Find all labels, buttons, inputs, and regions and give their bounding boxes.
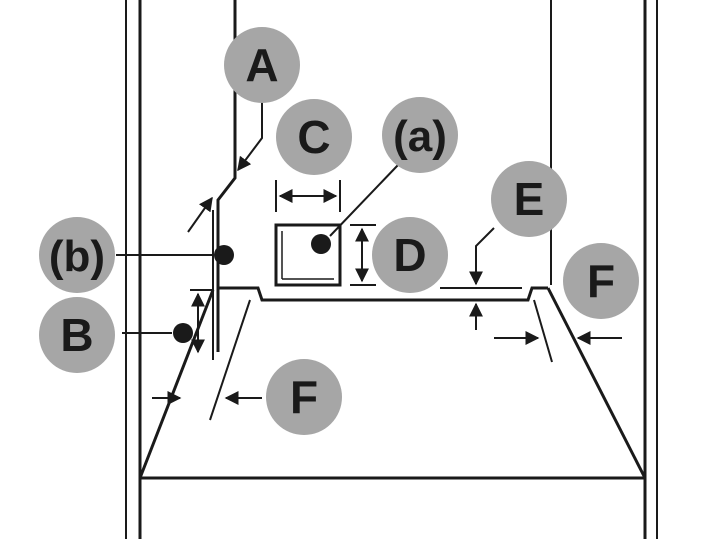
callout-E: E (491, 161, 567, 237)
component-box (274, 223, 342, 287)
left-panel (212, 170, 237, 360)
svg-text:(b): (b) (49, 232, 105, 281)
base-pan (138, 286, 647, 480)
dimension-b (122, 289, 212, 354)
callout-B: B (39, 297, 115, 373)
svg-text:C: C (297, 111, 330, 163)
leader-b (116, 196, 234, 265)
callout-small-b: (b) (39, 217, 115, 293)
svg-text:E: E (514, 173, 545, 225)
svg-text:A: A (245, 39, 278, 91)
point-b-marker (173, 323, 193, 343)
callout-C: C (276, 99, 352, 175)
svg-text:D: D (393, 229, 426, 281)
svg-text:(a): (a) (393, 112, 447, 161)
dimension-c (275, 180, 341, 212)
svg-text:F: F (587, 255, 615, 307)
point-a-marker (311, 234, 331, 254)
callout-small-a: (a) (382, 97, 458, 173)
point-small-b-marker (214, 245, 234, 265)
svg-text:B: B (60, 309, 93, 361)
dimension-d (350, 224, 376, 286)
leader-a (237, 102, 263, 172)
leader-small-a (329, 164, 399, 237)
svg-text:F: F (290, 371, 318, 423)
callout-F-right: F (563, 243, 639, 319)
dimension-e (440, 227, 522, 330)
callout-D: D (372, 217, 448, 293)
callout-A: A (224, 27, 300, 103)
callout-F-bottom: F (266, 359, 342, 435)
cabinet-walls (125, 0, 658, 539)
